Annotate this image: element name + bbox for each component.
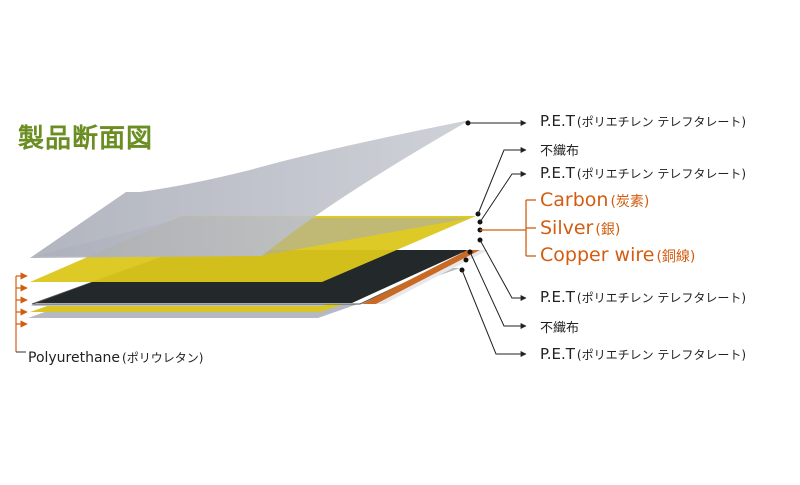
layer-copper (362, 250, 482, 304)
label-copper-sub: (銅線) (656, 249, 696, 265)
label-silver-sub: (銀) (595, 222, 621, 238)
label-pet-lower-main: P.E.T (540, 288, 575, 306)
polyurethane-bracket (15, 272, 28, 353)
leader-dots (459, 120, 483, 273)
label-pet-bottom-sub: (ポリエチレン テレフタレート) (576, 348, 747, 362)
label-copper-main: Copper wire (540, 244, 655, 266)
label-polyurethane-main: Polyurethane (28, 350, 121, 366)
label-nonwoven-top-main: 不織布 (540, 144, 580, 159)
label-nonwoven-top: 不織布 (540, 142, 579, 158)
label-pet-lower-sub: (ポリエチレン テレフタレート) (576, 291, 747, 305)
label-pet-top: P.E.T(ポリエチレン テレフタレート) (540, 113, 746, 129)
label-nonwoven-bottom: 不織布 (540, 319, 579, 335)
label-pet-bottom-main: P.E.T (540, 345, 575, 363)
material-bracket (480, 199, 536, 257)
layer-silver (376, 250, 488, 304)
label-pet-top-sub: (ポリエチレン テレフタレート) (576, 115, 747, 129)
label-silver-main: Silver (540, 217, 594, 239)
label-silver: Silver(銀) (540, 219, 620, 238)
leader-lines (461, 120, 527, 357)
layer-pet-top (30, 120, 470, 258)
label-copper: Copper wire(銅線) (540, 246, 695, 265)
label-pet-upper: P.E.T(ポリエチレン テレフタレート) (540, 165, 746, 181)
label-pet-bottom: P.E.T(ポリエチレン テレフタレート) (540, 346, 746, 362)
label-pet-lower: P.E.T(ポリエチレン テレフタレート) (540, 289, 746, 305)
diagram-title: 製品断面図 (18, 124, 154, 154)
label-carbon-main: Carbon (540, 189, 609, 211)
label-carbon-sub: (炭素) (610, 194, 650, 210)
label-polyurethane: Polyurethane(ポリウレタン) (28, 347, 203, 366)
label-pet-upper-sub: (ポリエチレン テレフタレート) (576, 167, 747, 181)
label-polyurethane-sub: (ポリウレタン) (122, 351, 204, 365)
label-pet-top-main: P.E.T (540, 112, 575, 130)
label-pet-upper-main: P.E.T (540, 164, 575, 182)
label-nonwoven-bottom-main: 不織布 (540, 321, 580, 336)
label-carbon: Carbon(炭素) (540, 191, 649, 210)
